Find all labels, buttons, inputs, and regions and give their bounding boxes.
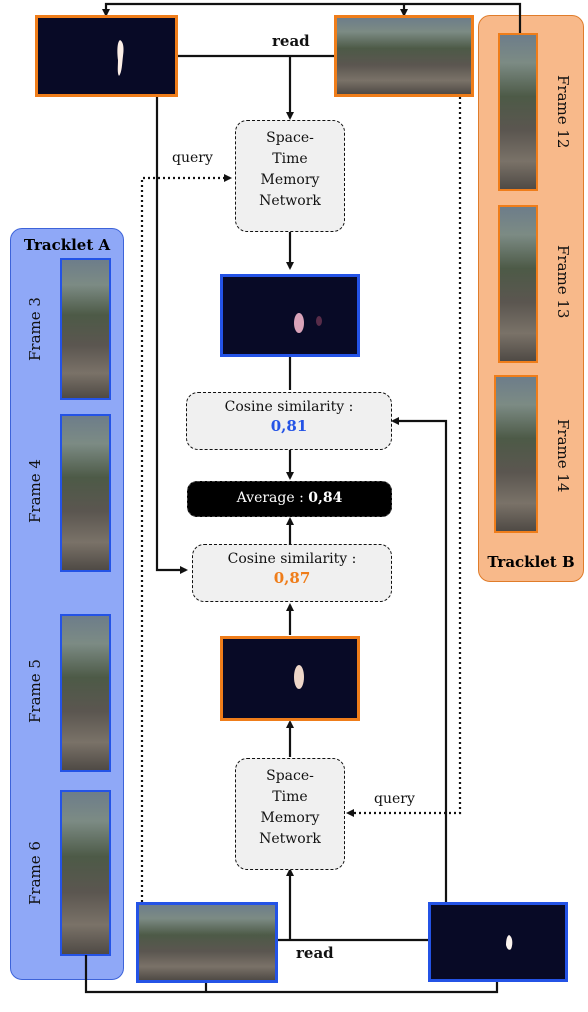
top-cosine-label: Cosine similarity : [224,399,354,415]
bottom-stm-line-2: Time [272,789,308,805]
bottom-cosine-value: 0,87 [273,569,311,587]
tracklet-a-title: Tracklet A [23,236,111,254]
top-read-label: read [272,32,310,50]
bottom-photo-thumbnail [136,902,278,983]
bottom-cosine-label: Cosine similarity : [227,551,357,567]
bottom-stm-line-1: Space- [266,768,314,784]
bottom-space-time-memory-network: Space- Time Memory Network [235,758,345,870]
top-cosine-similarity-box: Cosine similarity : 0,81 [186,392,392,450]
tracklet-b-frame-12-crop [498,33,538,191]
top-space-time-memory-network: Space- Time Memory Network [235,120,345,232]
top-output-mask-thumbnail [220,274,360,357]
top-stm-line-2: Time [272,151,308,167]
top-cosine-value: 0,81 [270,417,308,435]
top-mask-thumbnail [35,15,178,97]
tracklet-a-frame-3-crop [60,258,111,400]
average-value: 0,84 [308,490,343,506]
tracklet-b-frame-13-crop [498,205,538,363]
top-query-label: query [172,150,213,166]
top-stm-line-3: Memory [260,172,320,188]
bottom-output-mask-thumbnail [220,636,360,721]
bottom-stm-line-3: Memory [260,810,320,826]
tracklet-a-frame-5-crop [60,614,111,772]
bottom-query-label: query [374,791,415,807]
tracklet-b-frame-14-crop [494,375,538,533]
top-stm-line-4: Network [259,193,321,209]
average-label: Average : [236,490,309,506]
top-photo-thumbnail [334,15,474,97]
top-stm-line-1: Space- [266,130,314,146]
bottom-cosine-similarity-box: Cosine similarity : 0,87 [192,544,392,602]
tracklet-b-title: Tracklet B [487,553,575,571]
bottom-stm-line-4: Network [259,831,321,847]
bottom-mask-thumbnail [428,902,568,982]
bottom-read-label: read [296,944,334,962]
average-box: Average : 0,84 [187,481,392,517]
tracklet-a-frame-4-crop [60,414,111,572]
